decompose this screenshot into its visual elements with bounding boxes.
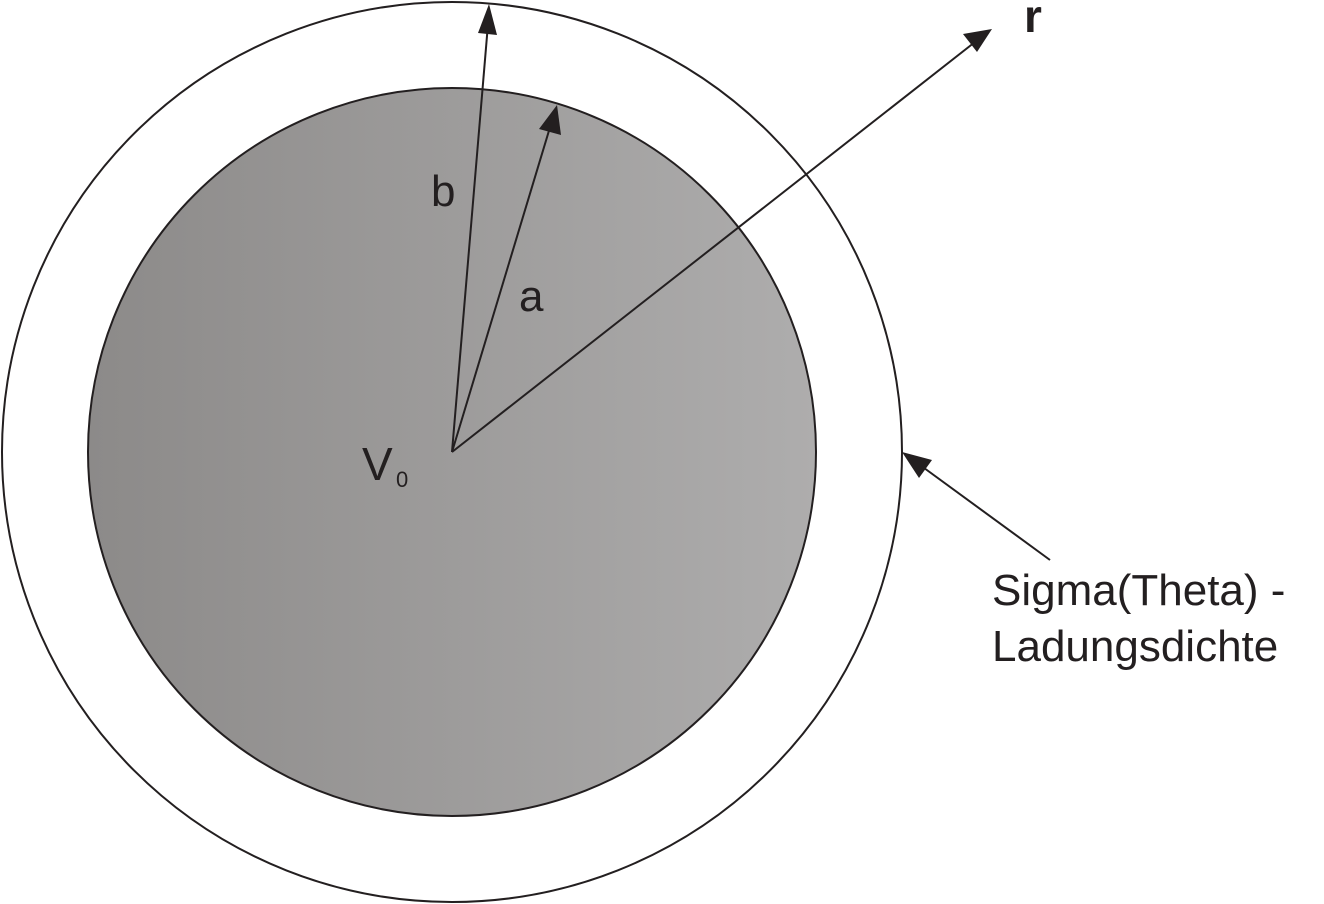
label-b: b bbox=[431, 167, 455, 216]
charge-density-arrowhead bbox=[902, 452, 932, 478]
r-axis-arrow bbox=[451, 29, 992, 453]
r-axis-arrowhead bbox=[963, 29, 992, 52]
label-sigma-line2: Ladungsdichte bbox=[992, 622, 1278, 671]
radius-b-arrow bbox=[451, 4, 497, 453]
charge-density-pointer bbox=[902, 452, 1051, 561]
label-v: V bbox=[362, 438, 393, 490]
label-r: r bbox=[1024, 0, 1042, 42]
radius-a-arrow bbox=[451, 105, 561, 453]
label-v-subscript: 0 bbox=[396, 467, 408, 492]
radius-b-arrowhead bbox=[478, 4, 497, 35]
label-a: a bbox=[519, 272, 544, 321]
label-sigma-line1: Sigma(Theta) - bbox=[992, 566, 1285, 615]
radius-a-arrowhead bbox=[539, 105, 561, 135]
